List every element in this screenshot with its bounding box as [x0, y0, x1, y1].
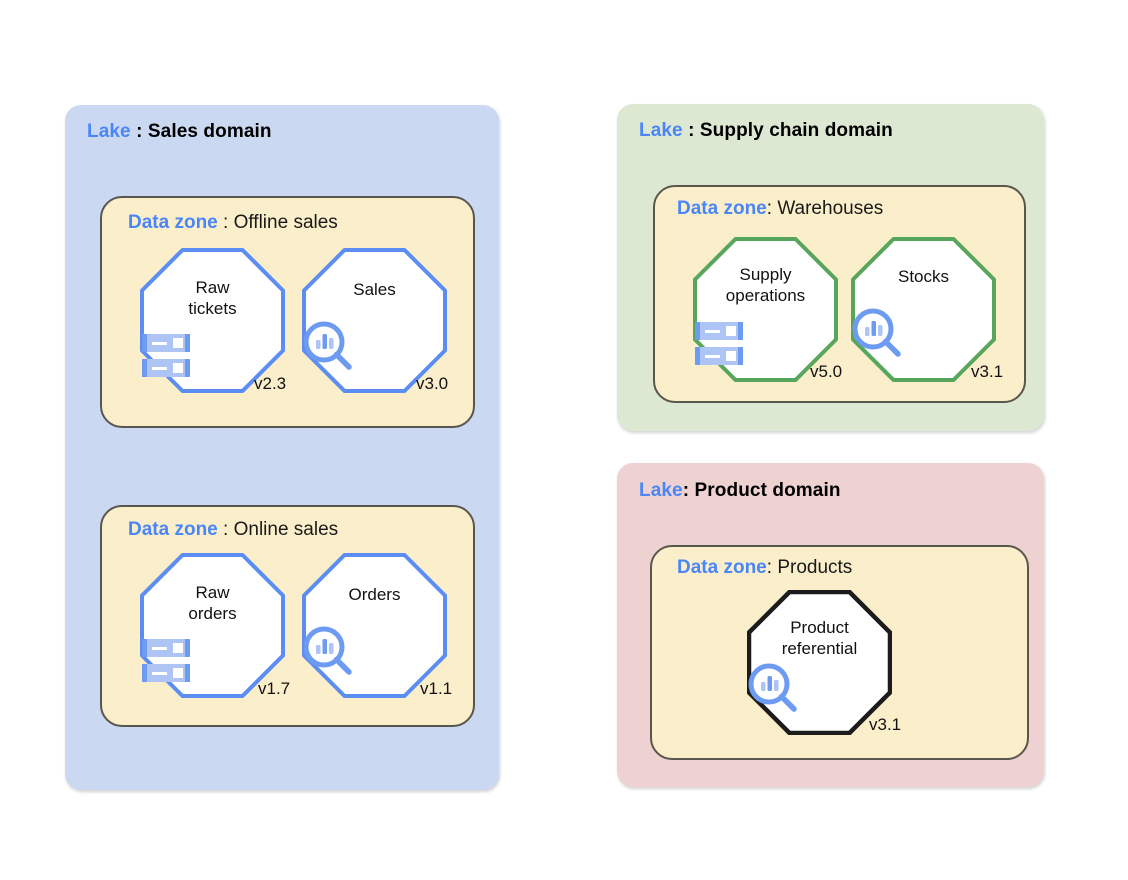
asset-version-orders: v1.1 [420, 679, 453, 698]
asset-supply-operations[interactable]: Supply operations v5.0 [693, 237, 842, 382]
asset-raw-tickets[interactable]: Raw tickets v2.3 [140, 248, 287, 393]
asset-product-referential[interactable]: Product referential v3.1 [747, 590, 901, 735]
data-zone-name: Warehouses [777, 198, 884, 219]
asset-sales[interactable]: Sales v3.0 [302, 248, 449, 393]
asset-version-raw-tickets: v2.3 [254, 374, 287, 393]
data-zone-keyword: Data zone [677, 557, 767, 578]
asset-orders[interactable]: Orders v1.1 [302, 553, 452, 698]
lake-title-supply-chain: Lake : Supply chain domain [639, 120, 893, 142]
data-zone-keyword: Data zone [677, 198, 767, 219]
data-zone-separator: : [766, 198, 778, 219]
lake-separator: : [130, 121, 148, 142]
asset-stocks[interactable]: Stocks v3.1 [851, 237, 1003, 382]
lake-name: Supply chain domain [699, 120, 893, 141]
lake-name: Sales domain [147, 121, 272, 142]
data-zone-name: Products [777, 557, 853, 578]
asset-version-stocks: v3.1 [971, 362, 1004, 381]
asset-version-sales: v3.0 [416, 374, 449, 393]
lake-separator: : [682, 120, 700, 141]
data-zone-name: Online sales [233, 519, 339, 540]
lake-name: Product domain [694, 480, 841, 501]
data-zone-title-products: Data zone: Products [677, 557, 852, 579]
data-zone-title-offline-sales: Data zone : Offline sales [128, 212, 338, 234]
data-zone-separator: : [217, 519, 234, 540]
data-zone-keyword: Data zone [128, 519, 218, 540]
data-zone-title-online-sales: Data zone : Online sales [128, 519, 338, 541]
data-zone-keyword: Data zone [128, 212, 218, 233]
asset-version-product-referential: v3.1 [869, 715, 902, 734]
lake-separator: : [682, 480, 695, 501]
lake-keyword: Lake [639, 120, 683, 141]
data-zone-name: Offline sales [233, 212, 338, 233]
asset-raw-orders[interactable]: Raw orders v1.7 [140, 553, 290, 698]
asset-version-supply-operations: v5.0 [810, 362, 843, 381]
data-zone-separator: : [217, 212, 234, 233]
asset-version-raw-orders: v1.7 [258, 679, 291, 698]
lake-keyword: Lake [639, 480, 683, 501]
lake-keyword: Lake [87, 121, 131, 142]
data-zone-separator: : [766, 557, 778, 578]
lake-title-product: Lake: Product domain [639, 480, 841, 502]
data-zone-title-warehouses: Data zone: Warehouses [677, 198, 883, 220]
lake-title-sales: Lake : Sales domain [87, 121, 272, 143]
